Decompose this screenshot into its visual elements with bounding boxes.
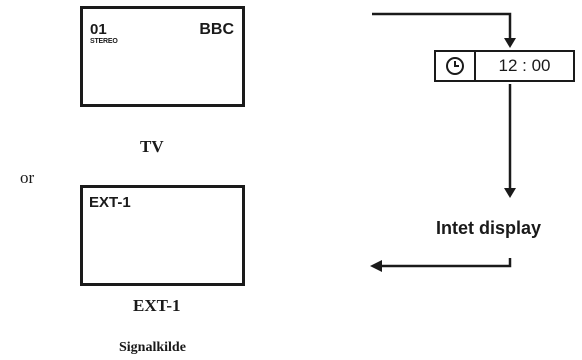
clock-icon bbox=[446, 57, 464, 75]
channel-number: 01 bbox=[90, 21, 107, 38]
ext-source-label: EXT-1 bbox=[89, 194, 131, 211]
no-display-label: Intet display bbox=[436, 218, 542, 238]
clock-time: 12 : 00 bbox=[498, 56, 551, 75]
tv-caption: TV bbox=[140, 137, 164, 156]
ext-caption: EXT-1 bbox=[133, 296, 181, 315]
arrow-head-down-2 bbox=[504, 188, 516, 198]
arrow-back-to-source bbox=[380, 258, 512, 268]
arrow-head-left bbox=[370, 260, 382, 272]
sound-mode: STEREO bbox=[90, 38, 118, 45]
arrow-to-clock bbox=[372, 12, 512, 40]
clock-icon-cell bbox=[436, 52, 476, 80]
clock-display: 12 : 00 bbox=[434, 50, 575, 82]
station-name: BBC bbox=[199, 21, 234, 38]
ext-screen: EXT-1 bbox=[80, 185, 245, 286]
arrow-head-down-1 bbox=[504, 38, 516, 48]
or-label: or bbox=[20, 168, 35, 187]
bottom-caption: Signalkilde bbox=[119, 340, 186, 355]
tv-screen: 01 STEREO BBC bbox=[80, 6, 245, 107]
